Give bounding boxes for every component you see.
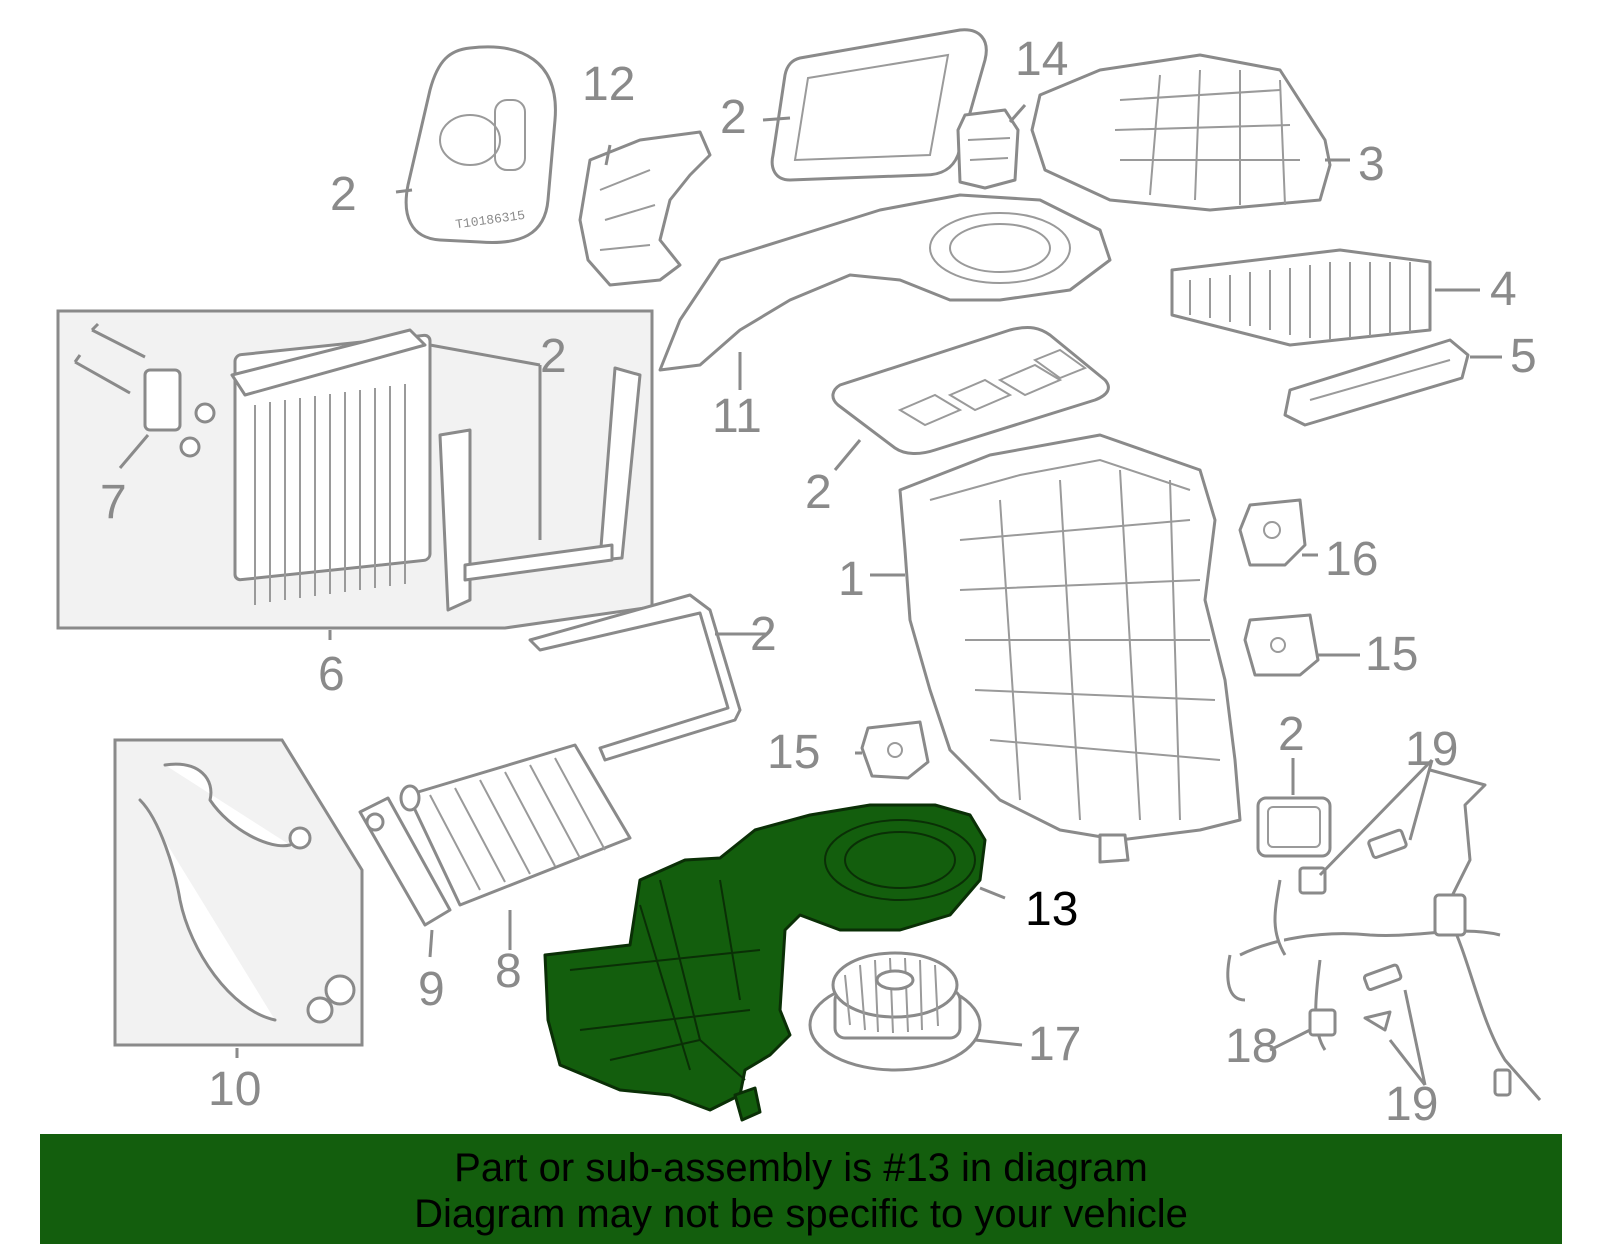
callout-13: 13 [1025, 883, 1078, 936]
bracket-9 [358, 796, 452, 927]
group-10-frame [113, 738, 364, 1047]
duct-12 [578, 130, 712, 287]
callout-2: 2 [330, 168, 357, 221]
callout-2: 2 [1278, 708, 1305, 761]
actuator-14 [956, 108, 1020, 190]
callout-5: 5 [1510, 330, 1537, 383]
callout-19: 19 [1405, 723, 1458, 776]
actuator-15-right [1243, 613, 1320, 677]
callout-3: 3 [1358, 138, 1385, 191]
callout-4: 4 [1490, 263, 1517, 316]
callout-10: 10 [208, 1063, 261, 1116]
seal-gasket-top-left [404, 45, 557, 244]
heater-pipes-10 [138, 762, 356, 1024]
seal-gasket-center [831, 326, 1110, 455]
callout-6: 6 [318, 648, 345, 701]
callout-14: 14 [1015, 33, 1068, 86]
seal-gasket-small-right [1256, 796, 1332, 858]
callout-1: 1 [838, 553, 865, 606]
banner-line-disclaimer: Diagram may not be specific to your vehi… [414, 1192, 1188, 1236]
callout-18: 18 [1225, 1020, 1278, 1073]
actuator-16 [1238, 498, 1307, 567]
seal-gasket-long [528, 593, 742, 762]
panel-5 [1283, 338, 1470, 427]
callout-12: 12 [582, 58, 635, 111]
blower-motor-17 [808, 951, 982, 1072]
info-banner: Part or sub-assembly is #13 in diagram D… [40, 1134, 1562, 1244]
banner-line-part-number: Part or sub-assembly is #13 in diagram [454, 1146, 1148, 1190]
callout-2: 2 [720, 91, 747, 144]
callout-2: 2 [750, 608, 777, 661]
case-main-1 [898, 433, 1242, 864]
case-upper-3 [1030, 53, 1332, 212]
heater-core-8 [399, 743, 632, 907]
evaporator-assembly-6 [73, 322, 642, 612]
seal-gasket-top-center [770, 28, 988, 182]
callout-16: 16 [1325, 533, 1378, 586]
leader-lines [118, 104, 1502, 1086]
callout-8: 8 [495, 945, 522, 998]
blower-housing-13-highlighted [543, 803, 987, 1122]
callout-7: 7 [100, 476, 127, 529]
callout-15: 15 [1365, 628, 1418, 681]
duct-upper-11 [658, 193, 1112, 372]
actuator-15-left [860, 720, 930, 780]
callout-15: 15 [767, 726, 820, 779]
cabin-filter-4 [1170, 248, 1432, 347]
callout-19: 19 [1385, 1078, 1438, 1131]
callout-9: 9 [418, 963, 445, 1016]
callout-labels: 2 12 2 14 3 4 5 2 7 11 2 1 16 6 2 15 15 … [100, 33, 1537, 1131]
callout-2: 2 [805, 466, 832, 519]
callout-2: 2 [540, 330, 567, 383]
wiring-harness-18 [1226, 768, 1542, 1101]
callout-11: 11 [712, 390, 762, 443]
callout-17: 17 [1028, 1018, 1081, 1071]
